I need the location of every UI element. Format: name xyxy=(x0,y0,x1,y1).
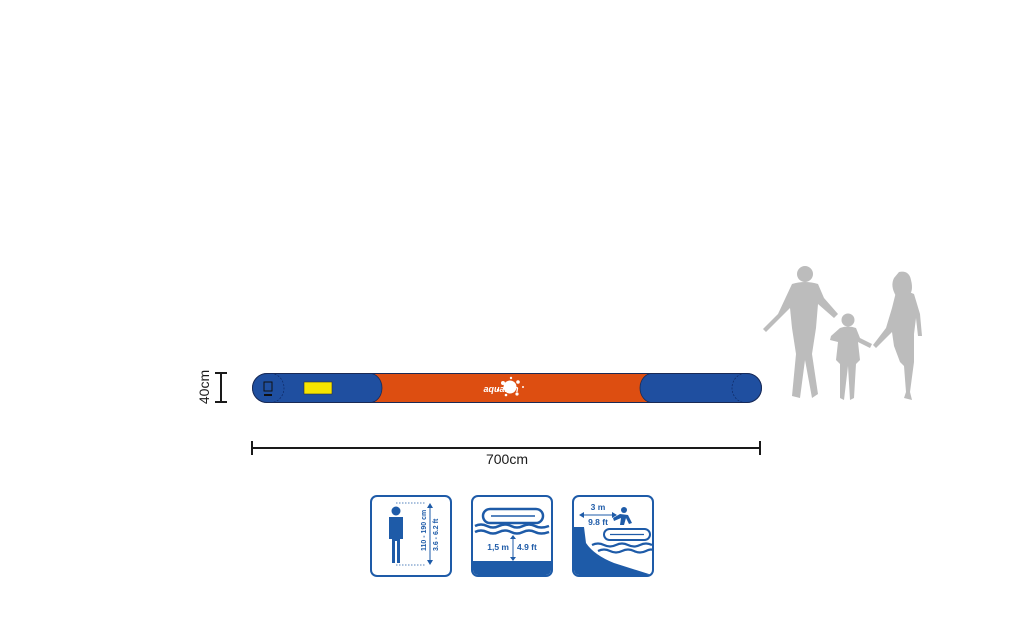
height-requirement-icon: 110 - 190 cm 3.6 - 6.2 ft xyxy=(370,495,452,577)
height-dimension-cap-bottom xyxy=(215,401,227,403)
inflatable-tube: aquafun xyxy=(252,373,762,403)
tube-right-section xyxy=(640,373,762,403)
woman-silhouette xyxy=(873,271,922,400)
water-depth-imperial: 4.9 ft xyxy=(517,542,537,552)
people-scale-silhouette xyxy=(763,266,922,400)
child-silhouette xyxy=(830,313,872,400)
height-dimension-cap-top xyxy=(215,372,227,374)
width-dimension-label: 700cm xyxy=(485,451,529,467)
width-dimension-cap-right xyxy=(759,441,761,455)
yellow-label-patch xyxy=(303,381,333,395)
brand-logo-text: aquafun xyxy=(484,384,520,394)
safety-distance-imperial: 9.8 ft xyxy=(588,517,608,527)
height-dimension-label: 40cm xyxy=(196,369,212,405)
jumping-person-icon xyxy=(613,507,632,525)
aquafun-logo: aquafun xyxy=(484,376,524,397)
safety-distance-icon: 3 m 9.8 ft xyxy=(572,495,654,577)
height-range-metric: 110 - 190 cm xyxy=(421,510,428,551)
height-dimension-line xyxy=(220,373,222,402)
width-dimension-line xyxy=(252,447,761,449)
water-depth-metric: 1,5 m xyxy=(487,542,509,552)
safety-distance-metric: 3 m xyxy=(591,502,606,512)
height-range-imperial: 3.6 - 6.2 ft xyxy=(433,518,440,551)
man-silhouette xyxy=(763,266,838,398)
water-depth-icon: 1,5 m 4.9 ft xyxy=(471,495,553,577)
valve-icon xyxy=(263,381,273,392)
width-dimension-cap-left xyxy=(251,441,253,455)
